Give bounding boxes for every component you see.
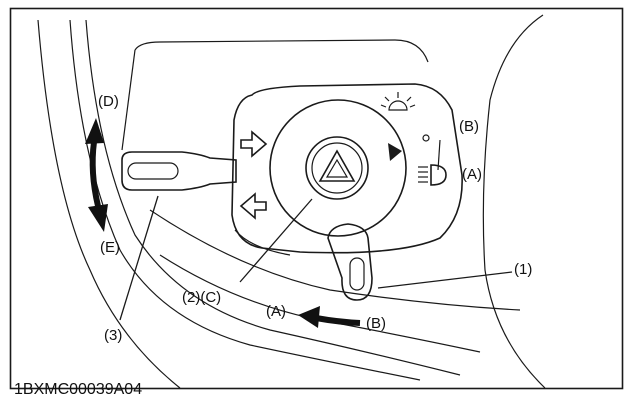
label-one: (1) [514, 261, 532, 278]
lever-motion-arrow [85, 118, 108, 232]
dial-pointer [388, 143, 402, 161]
label-b-bottom: (B) [366, 315, 386, 332]
leader-two-c [239, 198, 313, 283]
dashboard-panel-lines [37, 14, 546, 389]
figure-code: 1BXMC00039A04 [14, 381, 142, 398]
hazard-switch[interactable] [305, 136, 369, 200]
knob-rotation-arrow [298, 306, 361, 328]
label-two-c: (2)(C) [182, 289, 221, 306]
arrow-right-outline-icon [240, 130, 268, 158]
hazard-dial[interactable] [269, 99, 407, 237]
label-a-right: (A) [462, 166, 482, 183]
frame-border [9, 7, 624, 390]
leader-one [377, 271, 513, 289]
arrow-left-outline-icon [239, 192, 267, 220]
hazard-triangle-icon [318, 149, 356, 182]
label-three: (3) [104, 327, 122, 344]
switch-housing [231, 83, 463, 254]
label-d: (D) [98, 93, 119, 110]
turn-signal-lever[interactable] [121, 151, 237, 191]
sun-light-icon [380, 92, 416, 111]
off-position-mark [422, 134, 430, 142]
leader-three [119, 195, 159, 321]
label-b-right: (B) [459, 118, 479, 135]
light-switch-knob[interactable] [327, 223, 373, 301]
label-a-bottom: (A) [266, 303, 286, 320]
label-e: (E) [100, 239, 120, 256]
headlight-icon [418, 164, 447, 186]
